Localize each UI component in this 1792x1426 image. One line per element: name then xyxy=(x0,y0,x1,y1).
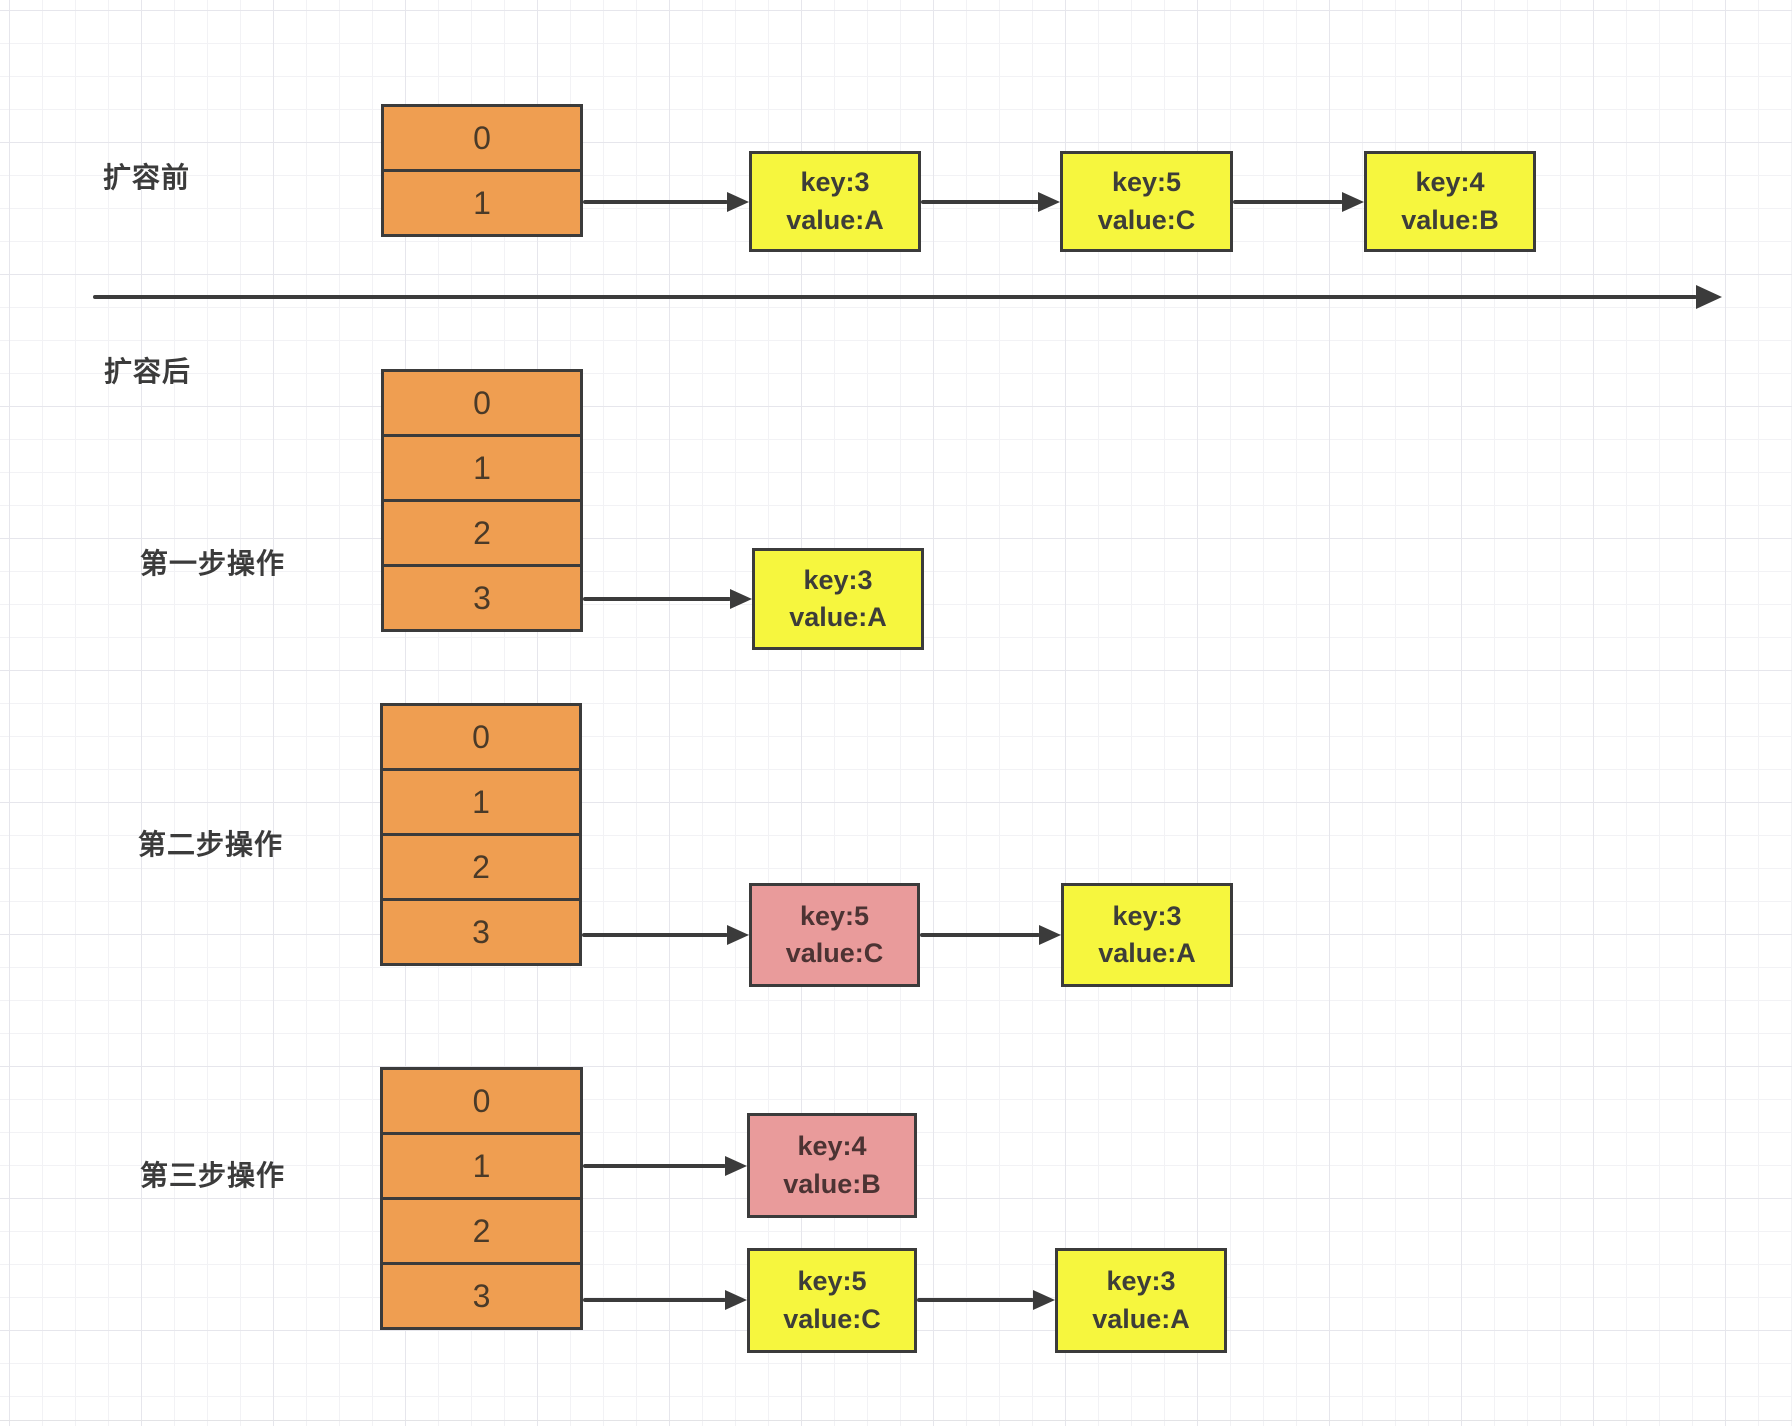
link-arrow xyxy=(920,925,1061,945)
bucket-cell: 1 xyxy=(384,172,580,234)
node-value: value:C xyxy=(1097,204,1196,235)
link-arrow xyxy=(1233,192,1364,212)
list-node: key:5 value:C xyxy=(1060,151,1233,252)
bucket-index: 1 xyxy=(472,1148,491,1184)
list-node: key:3 value:A xyxy=(1061,883,1233,987)
bucket-array-before: 0 1 xyxy=(381,104,583,237)
bucket-index: 0 xyxy=(472,1083,491,1119)
bucket-cell: 0 xyxy=(383,706,579,771)
node-key: key:4 xyxy=(797,1131,867,1162)
bucket-cell: 1 xyxy=(384,437,580,502)
link-arrow xyxy=(917,1290,1055,1310)
list-node: key:5 value:C xyxy=(747,1248,917,1353)
list-node: key:3 value:A xyxy=(1055,1248,1227,1353)
node-value: value:A xyxy=(1098,938,1196,968)
node-value: value:A xyxy=(1092,1303,1190,1334)
bucket-cell: 0 xyxy=(384,107,580,172)
bucket-index: 0 xyxy=(473,385,491,421)
label-step2: 第二步操作 xyxy=(138,829,284,860)
bucket-index: 1 xyxy=(473,450,491,486)
link-arrow xyxy=(583,589,752,609)
bucket-cell: 2 xyxy=(383,836,579,901)
label-step3: 第三步操作 xyxy=(140,1160,286,1191)
node-key: key:4 xyxy=(1415,167,1485,198)
list-node: key:5 value:C xyxy=(749,883,920,987)
bucket-cell: 3 xyxy=(383,901,579,963)
node-value: value:C xyxy=(785,938,884,968)
link-arrow xyxy=(921,192,1060,212)
list-node: key:4 value:B xyxy=(747,1113,917,1218)
bucket-array-step1: 0 1 2 3 xyxy=(381,369,583,632)
list-node: key:3 value:A xyxy=(752,548,924,650)
bucket-cell: 0 xyxy=(384,372,580,437)
bucket-index: 2 xyxy=(472,849,490,885)
bucket-index: 3 xyxy=(473,580,491,616)
bucket-cell: 0 xyxy=(383,1070,580,1135)
label-after-expansion: 扩容后 xyxy=(104,356,192,387)
link-arrow xyxy=(583,1290,747,1310)
node-key: key:5 xyxy=(797,1266,867,1297)
bucket-cell: 3 xyxy=(383,1265,580,1327)
bucket-index: 2 xyxy=(473,515,491,551)
bucket-cell: 2 xyxy=(383,1200,580,1265)
node-value: value:B xyxy=(1401,204,1499,235)
bucket-cell: 1 xyxy=(383,1135,580,1200)
bucket-array-step3: 0 1 2 3 xyxy=(380,1067,583,1330)
list-node: key:4 value:B xyxy=(1364,151,1536,252)
label-before-expansion: 扩容前 xyxy=(103,162,191,193)
node-key: key:3 xyxy=(800,167,870,198)
node-value: value:C xyxy=(783,1303,881,1334)
bucket-index: 3 xyxy=(472,914,490,950)
bucket-cell: 2 xyxy=(384,502,580,567)
bucket-index: 1 xyxy=(472,784,490,820)
list-node: key:3 value:A xyxy=(749,151,921,252)
node-value: value:A xyxy=(786,204,884,235)
node-key: key:5 xyxy=(1111,167,1182,198)
node-key: key:3 xyxy=(803,564,873,595)
link-arrow xyxy=(583,192,749,212)
link-arrow xyxy=(583,1156,747,1176)
link-arrow xyxy=(582,925,749,945)
bucket-index: 0 xyxy=(473,120,491,156)
bucket-index: 1 xyxy=(473,185,491,221)
bucket-cell: 3 xyxy=(384,567,580,629)
bucket-index: 0 xyxy=(472,719,490,755)
node-value: value:A xyxy=(789,602,887,632)
node-key: key:5 xyxy=(799,900,870,931)
bucket-index: 3 xyxy=(472,1278,491,1314)
node-key: key:3 xyxy=(1106,1266,1176,1297)
timeline-divider-arrow xyxy=(93,285,1722,309)
bucket-index: 2 xyxy=(472,1213,491,1249)
bucket-cell: 1 xyxy=(383,771,579,836)
node-key: key:3 xyxy=(1112,900,1182,931)
label-step1: 第一步操作 xyxy=(140,548,286,579)
bucket-array-step2: 0 1 2 3 xyxy=(380,703,582,966)
node-value: value:B xyxy=(783,1168,881,1199)
